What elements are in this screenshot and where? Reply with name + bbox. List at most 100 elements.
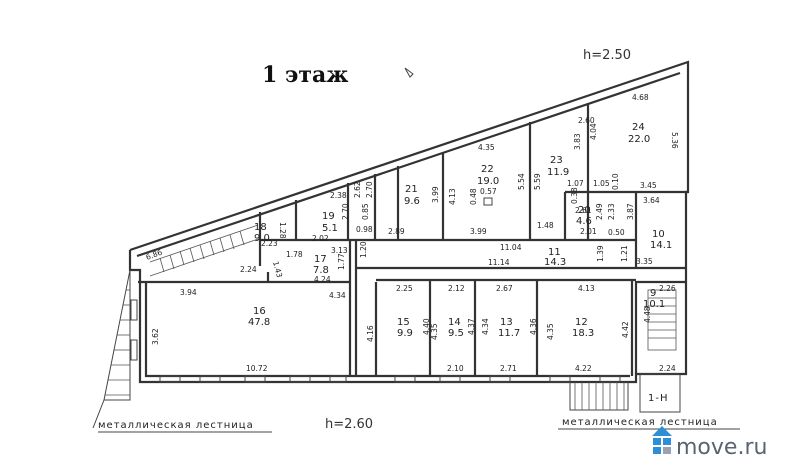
svg-text:4.48: 4.48 xyxy=(643,306,652,323)
svg-text:0.85: 0.85 xyxy=(361,203,370,220)
svg-text:3.13: 3.13 xyxy=(331,246,348,255)
svg-text:2.26: 2.26 xyxy=(659,284,676,293)
svg-text:23: 23 xyxy=(550,155,563,166)
svg-text:47.8: 47.8 xyxy=(248,317,270,328)
dimension-labels: 4.68 5.36 2.60 4.04 3.83 4.35 5.59 5.54 … xyxy=(145,93,679,373)
svg-text:4.6: 4.6 xyxy=(576,216,592,227)
svg-text:3.87: 3.87 xyxy=(626,203,635,220)
svg-text:2.60: 2.60 xyxy=(578,116,595,125)
north-marker xyxy=(404,67,414,78)
svg-text:9: 9 xyxy=(650,288,656,299)
svg-text:4.34: 4.34 xyxy=(329,291,346,300)
svg-text:2.38: 2.38 xyxy=(330,191,347,200)
room-14: 149.5 xyxy=(448,317,464,339)
svg-text:14.1: 14.1 xyxy=(650,240,672,251)
external-stair-left xyxy=(92,269,131,429)
svg-text:2.49: 2.49 xyxy=(595,203,604,220)
svg-text:2.67: 2.67 xyxy=(496,284,513,293)
svg-text:1.78: 1.78 xyxy=(286,250,303,259)
watermark-text: move.ru xyxy=(676,435,767,460)
svg-text:10.72: 10.72 xyxy=(246,364,268,373)
floor-title: 1 этаж xyxy=(262,62,348,88)
svg-text:3.99: 3.99 xyxy=(470,227,487,236)
svg-text:4.35: 4.35 xyxy=(430,323,439,340)
svg-text:18: 18 xyxy=(254,222,267,233)
svg-text:2.23: 2.23 xyxy=(261,239,278,248)
svg-text:0.48: 0.48 xyxy=(469,188,478,205)
svg-text:3.64: 3.64 xyxy=(643,196,660,205)
stair-right-label: металлическая лестница xyxy=(562,417,718,428)
svg-text:14: 14 xyxy=(448,317,461,328)
svg-text:5.59: 5.59 xyxy=(533,173,542,190)
svg-text:1.28: 1.28 xyxy=(278,222,287,239)
svg-text:4.35: 4.35 xyxy=(478,143,495,152)
stair-left-label: металлическая лестница xyxy=(98,420,254,431)
external-stair-right xyxy=(569,373,681,413)
svg-text:4.16: 4.16 xyxy=(366,325,375,342)
ceiling-height-bottom: h=2.60 xyxy=(325,417,373,432)
svg-text:2.25: 2.25 xyxy=(396,284,413,293)
svg-text:1.20: 1.20 xyxy=(359,241,368,258)
svg-text:4.42: 4.42 xyxy=(621,321,630,338)
svg-text:3.99: 3.99 xyxy=(431,186,440,203)
svg-text:2.01: 2.01 xyxy=(580,227,597,236)
svg-text:1.77: 1.77 xyxy=(337,253,346,270)
svg-text:1.05: 1.05 xyxy=(593,179,610,188)
svg-text:20: 20 xyxy=(578,205,591,216)
svg-text:1.39: 1.39 xyxy=(596,245,605,262)
svg-text:3.62: 3.62 xyxy=(151,328,160,345)
svg-text:4.40: 4.40 xyxy=(422,318,431,335)
svg-text:2.10: 2.10 xyxy=(447,364,464,373)
windows xyxy=(130,299,621,383)
svg-text:4.34: 4.34 xyxy=(481,318,490,335)
svg-text:0.98: 0.98 xyxy=(356,225,373,234)
svg-text:5.54: 5.54 xyxy=(517,173,526,190)
svg-text:4.36: 4.36 xyxy=(529,318,538,335)
svg-text:9.6: 9.6 xyxy=(404,196,420,207)
svg-text:1.21: 1.21 xyxy=(620,245,629,262)
room-19: 195.1 xyxy=(322,211,338,234)
svg-text:24: 24 xyxy=(632,122,645,133)
svg-text:10.1: 10.1 xyxy=(643,299,665,310)
svg-text:1.07: 1.07 xyxy=(567,179,584,188)
interior-stairs-left xyxy=(149,224,259,277)
svg-text:4.24: 4.24 xyxy=(314,275,331,284)
svg-text:2.61: 2.61 xyxy=(575,206,592,215)
svg-text:4.37: 4.37 xyxy=(467,318,476,335)
svg-text:0.50: 0.50 xyxy=(608,228,625,237)
svg-text:2.70: 2.70 xyxy=(365,181,374,198)
room-9: 910.1 xyxy=(643,288,665,310)
interior-walls xyxy=(138,103,688,376)
house-icon xyxy=(652,426,672,454)
svg-text:3.45: 3.45 xyxy=(640,181,657,190)
svg-text:22.0: 22.0 xyxy=(628,134,650,145)
svg-text:1.43: 1.43 xyxy=(271,260,284,279)
svg-text:9.9: 9.9 xyxy=(397,328,413,339)
svg-text:4.13: 4.13 xyxy=(578,284,595,293)
svg-text:14.3: 14.3 xyxy=(544,257,566,268)
svg-text:7.8: 7.8 xyxy=(313,265,329,276)
room-20: 204.6 xyxy=(576,205,592,227)
svg-text:2.24: 2.24 xyxy=(240,265,257,274)
svg-text:1.48: 1.48 xyxy=(537,221,554,230)
svg-text:22: 22 xyxy=(481,164,494,175)
interior-stairs-right xyxy=(647,289,677,351)
svg-text:2.71: 2.71 xyxy=(500,364,517,373)
svg-text:4.13: 4.13 xyxy=(448,188,457,205)
svg-text:3.94: 3.94 xyxy=(180,288,197,297)
svg-text:2.12: 2.12 xyxy=(448,284,465,293)
svg-text:0.38: 0.38 xyxy=(570,187,579,204)
room-15: 159.9 xyxy=(397,317,413,339)
svg-text:11.9: 11.9 xyxy=(547,167,569,178)
room-21: 219.6 xyxy=(404,184,420,207)
svg-text:11.14: 11.14 xyxy=(488,258,510,267)
svg-text:2.89: 2.89 xyxy=(388,227,405,236)
